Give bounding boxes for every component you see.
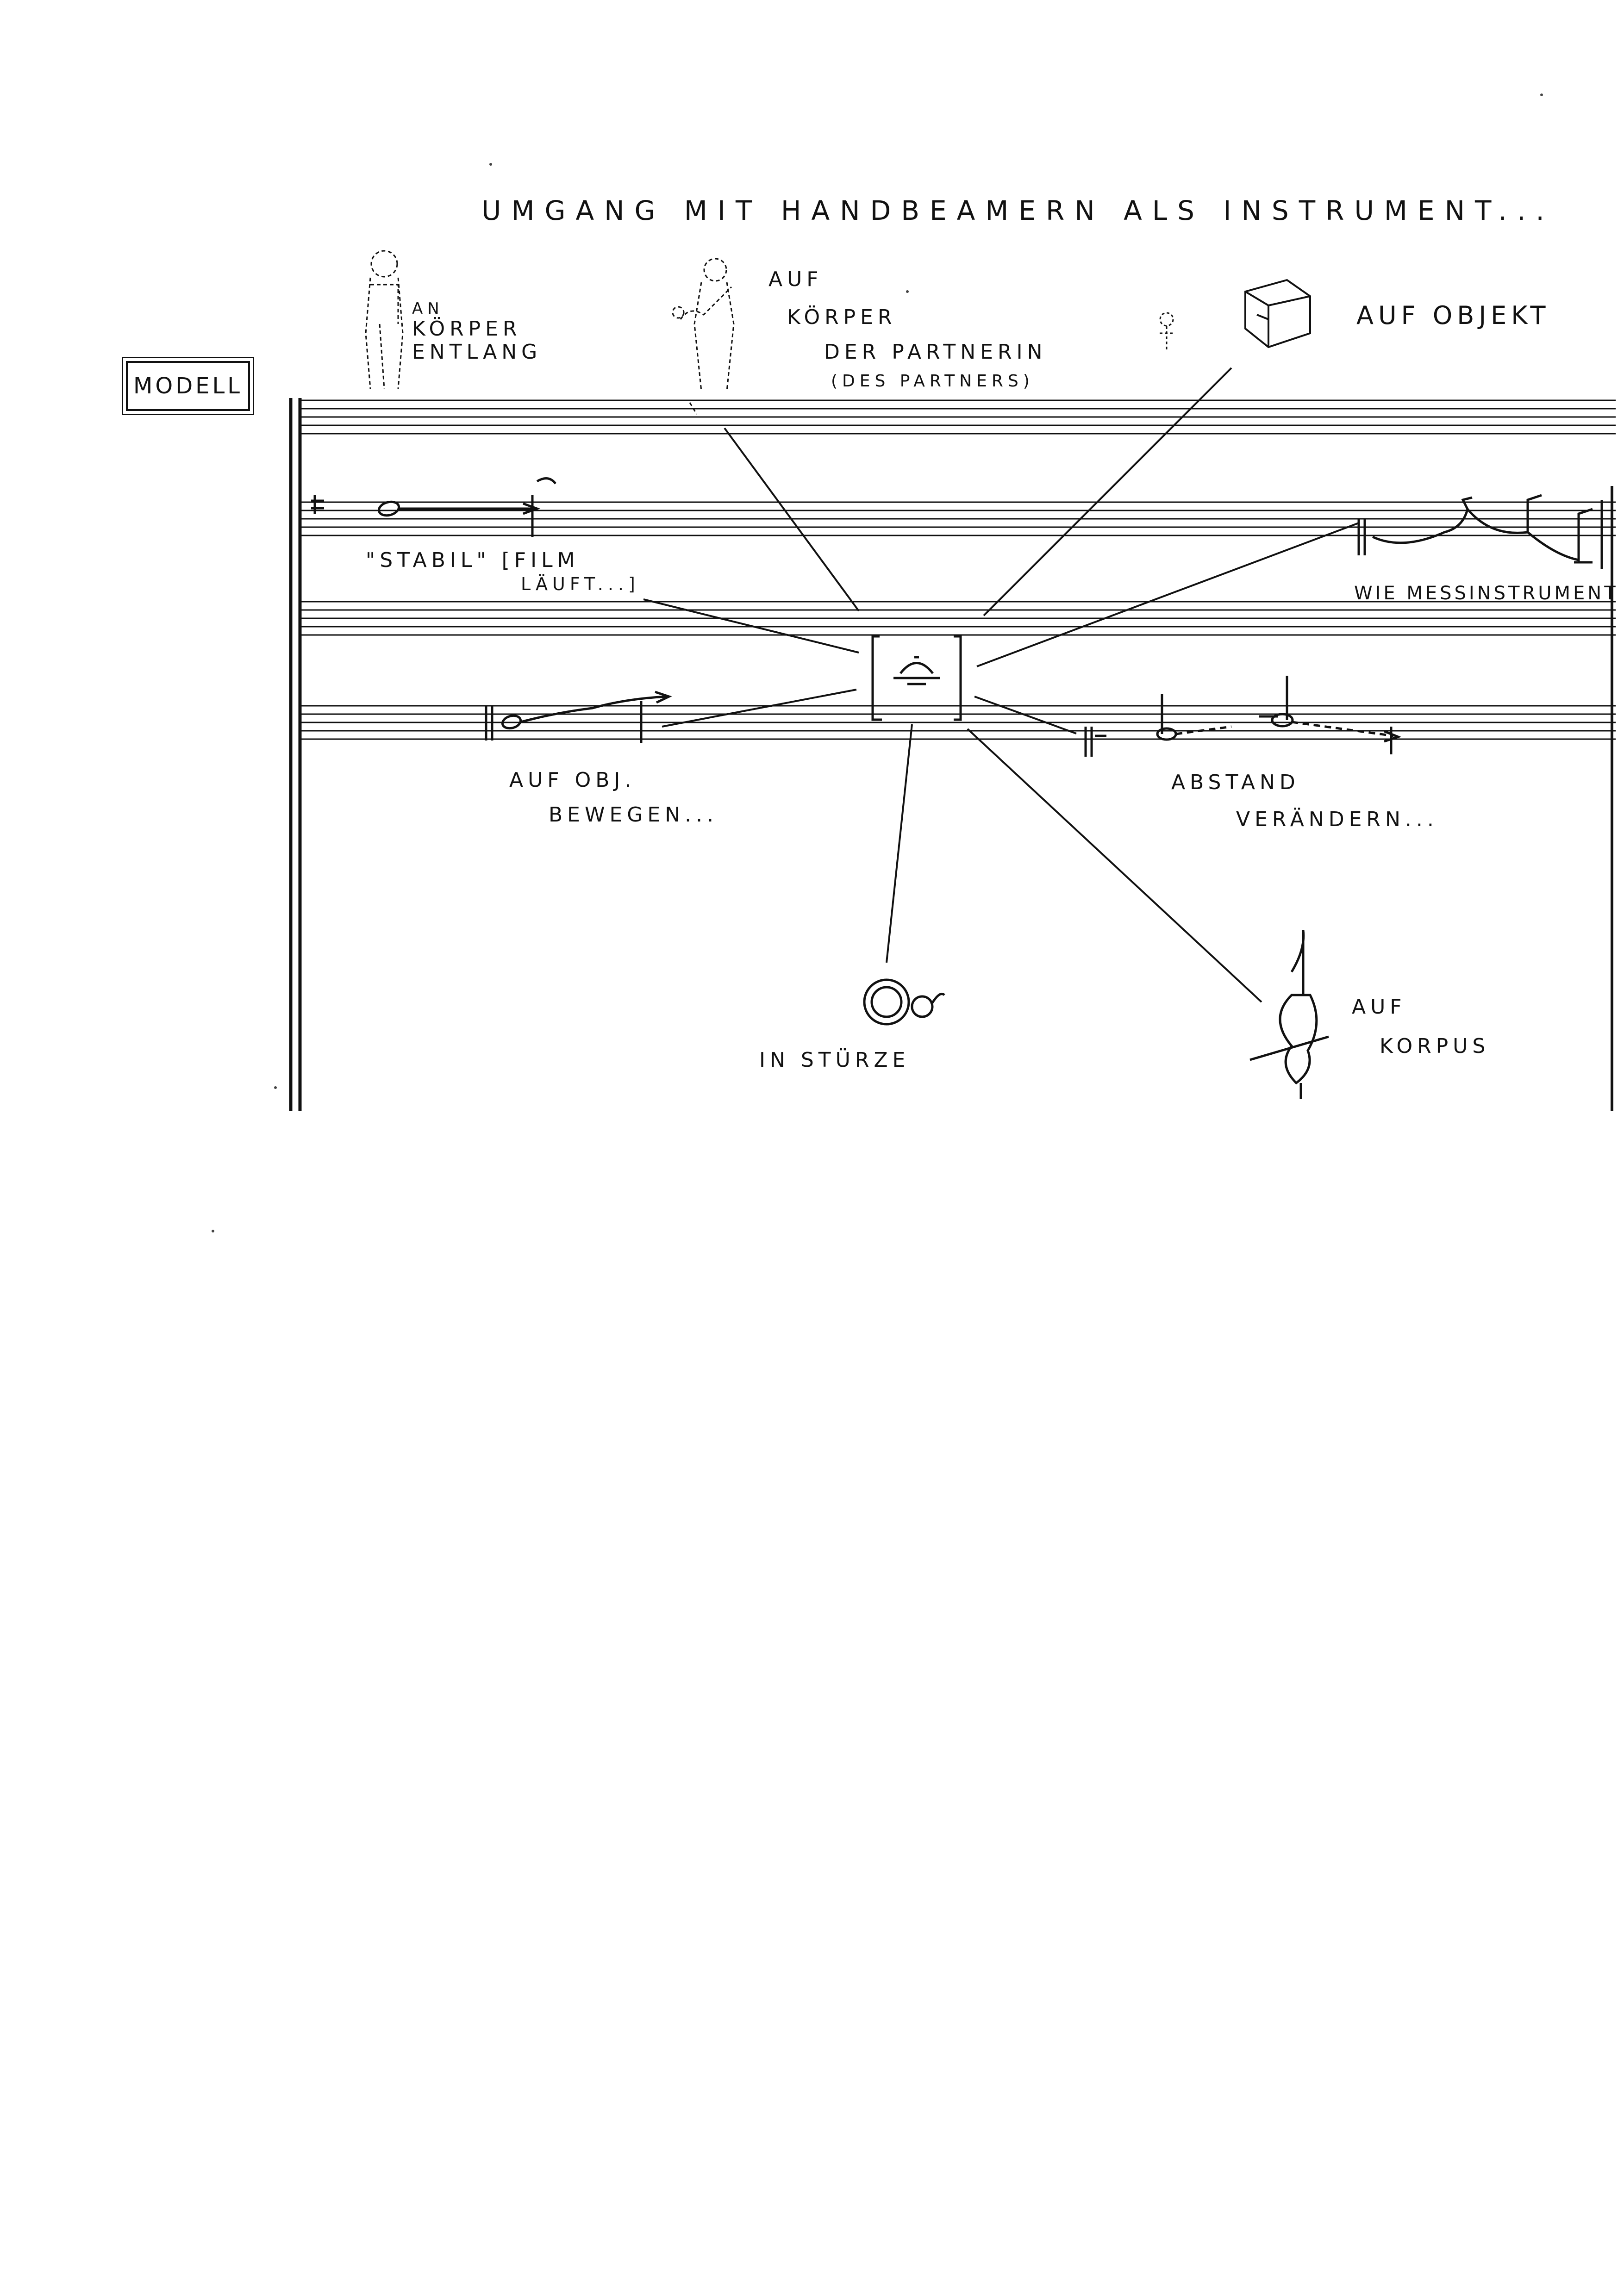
cube-object-icon <box>1244 279 1311 348</box>
small-figure-icon <box>1159 312 1174 352</box>
staff-2 <box>300 501 1616 536</box>
horn-bell-icon <box>863 978 945 1026</box>
radiating-lines <box>643 367 1359 1003</box>
standing-figure-icon <box>365 250 404 389</box>
system-left-barline <box>289 398 302 1111</box>
annotation-body-along-2: KÖRPER <box>412 317 522 341</box>
annotation-corpus-2: KORPUS <box>1380 1034 1490 1058</box>
staff-4-move-gesture <box>485 691 672 743</box>
annotation-bell: IN STÜRZE <box>759 1048 910 1072</box>
modell-label: MODELL <box>133 373 243 399</box>
annotation-move-object-1: AUF OBJ. <box>509 768 636 792</box>
partner-figure-icon <box>672 258 735 415</box>
annotation-partner-2: KÖRPER <box>787 305 897 329</box>
staff-4 <box>300 705 1616 740</box>
staff-2-gesture <box>311 477 556 537</box>
annotation-on-object: AUF OBJEKT <box>1356 301 1550 330</box>
staff-2-measuring-gesture <box>1357 494 1603 569</box>
annotation-corpus-1: AUF <box>1352 995 1406 1019</box>
modell-label-box: MODELL <box>122 357 254 415</box>
staff-1 <box>300 399 1616 435</box>
annotation-partner-1: AUF <box>768 268 823 291</box>
annotation-distance-2: VERÄNDERN... <box>1236 807 1438 831</box>
staff-3 <box>300 601 1616 636</box>
annotation-distance-1: ABSTAND <box>1171 771 1300 794</box>
violin-body-icon <box>1249 930 1329 1099</box>
staff-4-distance-gesture <box>1084 676 1402 757</box>
beamer-symbol-icon <box>871 635 962 721</box>
annotation-stable-2: LÄUFT...] <box>521 574 640 594</box>
annotation-partner-3: DER PARTNERIN <box>824 340 1047 364</box>
page-title: UMGANG MIT HANDBEAMERN ALS INSTRUMENT... <box>481 195 1555 226</box>
annotation-body-along-3: ENTLANG <box>412 340 542 364</box>
annotation-partner-4: (DES PARTNERS) <box>831 372 1034 391</box>
annotation-move-object-2: BEWEGEN... <box>549 803 718 827</box>
annotation-body-along-1: AN <box>412 299 444 318</box>
annotation-stable-1: "STABIL" [FILM <box>366 548 580 572</box>
annotation-measuring: WIE MESSINSTRUMENT <box>1354 583 1618 604</box>
paper-specks <box>212 93 1543 1232</box>
